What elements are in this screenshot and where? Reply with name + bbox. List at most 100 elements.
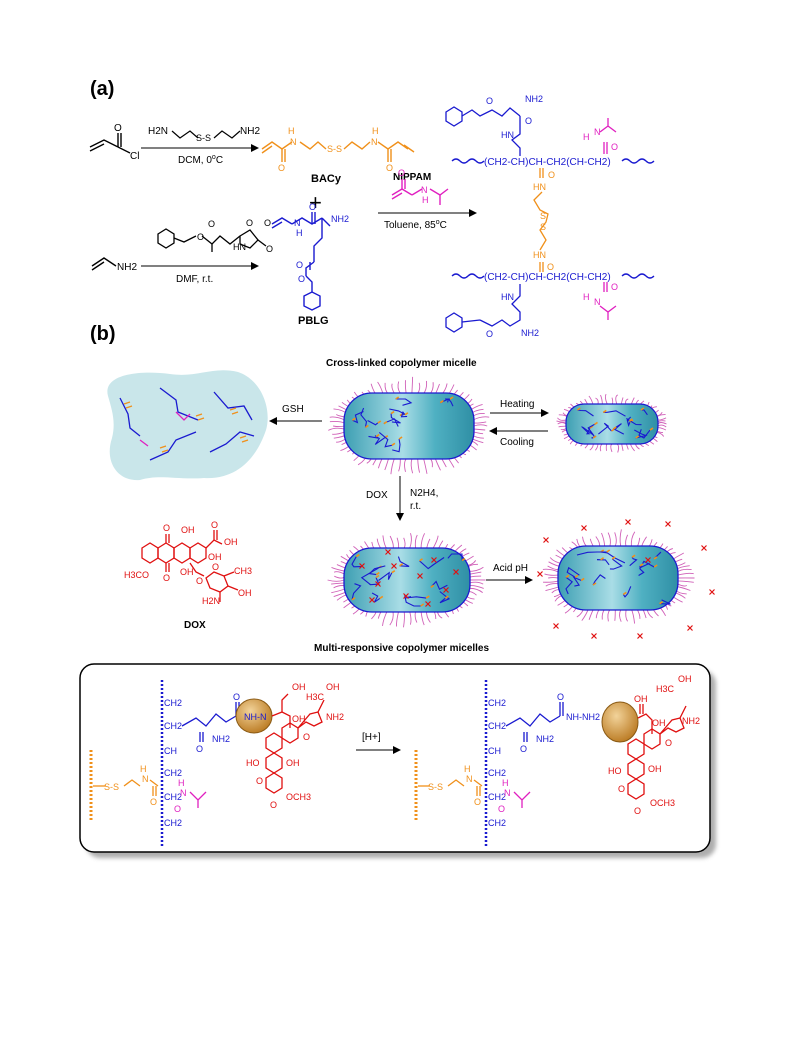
left-ch2a: CH2	[164, 698, 182, 708]
corona-chain	[409, 611, 412, 625]
corona-chain	[389, 535, 394, 549]
crosslink-mark	[375, 571, 380, 576]
core-chain	[659, 599, 671, 605]
crosslink-mark	[649, 427, 654, 431]
corona-chain	[469, 581, 484, 585]
core-chain	[392, 438, 401, 453]
micelle-loaded	[327, 533, 486, 628]
corona-chain	[391, 383, 395, 395]
corona-chain	[657, 422, 667, 425]
left-ch2b: CH2	[164, 721, 182, 731]
dox-molecule-mark	[443, 587, 449, 593]
rt-label: r.t.	[410, 501, 421, 512]
product-o-mid2: O	[547, 262, 554, 272]
corona-chain	[610, 443, 613, 453]
nippam-structure	[391, 179, 449, 205]
right-o-low: O	[498, 804, 505, 814]
gsh-label: GSH	[282, 404, 304, 415]
bacy-o2: O	[386, 163, 393, 173]
corona-chain	[410, 458, 414, 474]
left-o5: O	[270, 800, 277, 810]
multi-responsive-title: Multi-responsive copolymer micelles	[314, 643, 489, 654]
corona-chain	[616, 443, 620, 453]
corona-chain	[411, 376, 414, 394]
crosslink-mark	[375, 574, 380, 579]
core-chain	[404, 595, 421, 607]
dox-oh5: OH	[238, 588, 252, 598]
micelle-collapsed-network	[576, 407, 654, 439]
corona-chain	[621, 397, 624, 405]
crosslink-mark	[420, 603, 425, 607]
acryloyl-o-atom: O	[114, 123, 122, 134]
core-chain	[430, 580, 448, 590]
left-o3: O	[303, 732, 310, 742]
corona-chain	[557, 422, 567, 425]
hydrazine-label: N2H4,	[410, 488, 438, 499]
dox-molecule-mark	[709, 589, 715, 595]
corona-chain	[398, 458, 401, 472]
pblg-h: H	[296, 228, 303, 238]
allylamine-nh2: NH2	[117, 262, 137, 273]
core-chain	[440, 398, 454, 407]
right-o3: O	[665, 738, 672, 748]
right-linker-bead	[601, 701, 639, 743]
panel-a: (a) O Cl H2N S-S NH2 DCM, 0oC H	[89, 78, 655, 339]
micelle-collapsed	[556, 393, 667, 453]
corona-chain	[333, 571, 346, 575]
core-chain	[565, 576, 574, 595]
dox-molecule-mark	[665, 521, 671, 527]
core-chain	[352, 410, 364, 424]
left-oh4: OH	[286, 758, 300, 768]
core-chain	[439, 591, 451, 604]
panel-b-label: (b)	[90, 323, 116, 345]
corona-chain	[329, 416, 346, 421]
dox-molecule-mark	[553, 623, 559, 629]
acryloyl-cl-atom: Cl	[130, 151, 139, 162]
bacy-ss: S-S	[327, 144, 342, 154]
core-chain	[374, 437, 386, 445]
crosslink-mark	[640, 407, 645, 411]
core-chain	[351, 583, 362, 600]
product-s2: S	[540, 222, 546, 232]
corona-chain	[328, 427, 345, 431]
crosslink-mark	[639, 563, 644, 567]
left-h: H	[140, 764, 147, 774]
left-ch2c: CH2	[164, 768, 182, 778]
corona-chain	[473, 424, 488, 427]
product-o-top3: O	[611, 142, 618, 152]
corona-chain	[601, 608, 605, 620]
right-ch2a: CH2	[488, 698, 506, 708]
step3-conditions: Toluene, 85oC	[384, 219, 447, 231]
corona-chain	[614, 609, 616, 621]
corona-chain	[389, 611, 394, 626]
core-chain	[629, 556, 638, 567]
product-o-bot: O	[486, 329, 493, 339]
right-ho: HO	[608, 766, 622, 776]
dox-oh1: OH	[181, 525, 195, 535]
corona-chain	[625, 609, 628, 622]
dox-arrow-label: DOX	[366, 490, 388, 501]
dox-oh3: OH	[208, 552, 222, 562]
product-top-chain: (CH2-CH)CH-CH2(CH-CH2)	[484, 157, 611, 168]
product-hn-mid2: HN	[533, 250, 546, 260]
core-chain	[368, 565, 386, 576]
micelle-released	[537, 519, 715, 639]
corona-chain	[614, 532, 617, 547]
crosslink-mark	[612, 426, 617, 430]
product-n-bot: N	[594, 297, 601, 307]
corona-chain	[545, 583, 560, 587]
cooling-label: Cooling	[500, 437, 534, 448]
corona-chain	[473, 421, 487, 424]
left-och3: OCH3	[286, 792, 311, 802]
dox-molecule-mark	[537, 571, 543, 577]
corona-chain	[676, 568, 692, 573]
right-oh: OH	[634, 694, 648, 704]
dox-oh4: OH	[180, 567, 194, 577]
left-o: O	[233, 692, 240, 702]
crosslink-mark	[390, 410, 395, 415]
bacy-o1: O	[278, 163, 285, 173]
micelle-released-network	[565, 549, 671, 605]
micelle-loaded-network	[351, 553, 466, 607]
crosslink-mark	[589, 425, 594, 429]
core-chain	[622, 586, 632, 598]
